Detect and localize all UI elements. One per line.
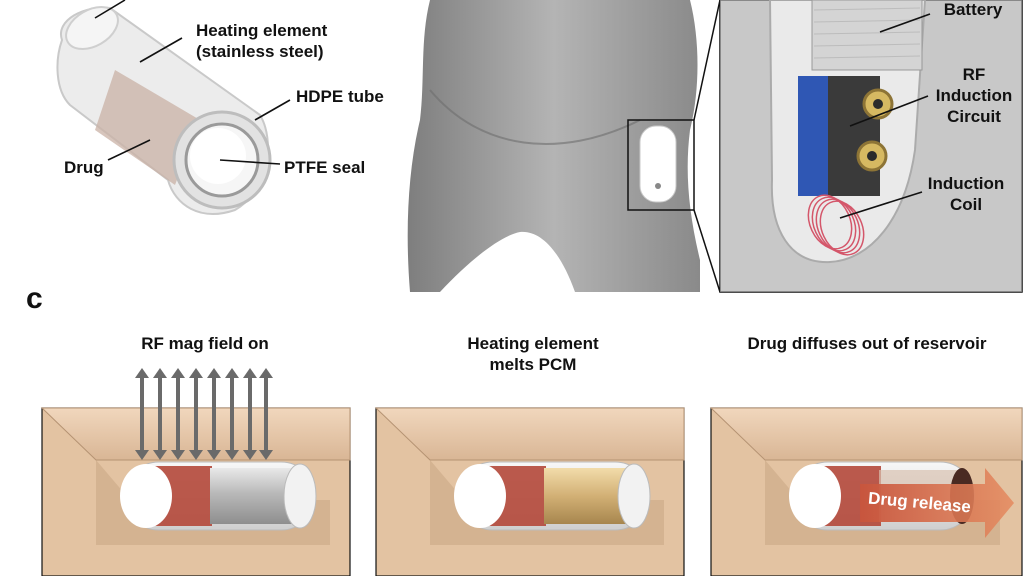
rf-induction-circuit-label: RF Induction Circuit	[926, 64, 1022, 127]
step2-title-line2: melts PCM	[489, 355, 577, 374]
capsule-illustration	[56, 6, 272, 215]
rf-induction-label-line2: Induction	[935, 86, 1013, 105]
heating-element-label-line1: Heating element	[196, 21, 328, 40]
ptfe-seal-label: PTFE seal	[284, 158, 366, 177]
induction-coil-label-line2: Coil	[949, 195, 983, 214]
human-body-figure	[407, 0, 721, 293]
step2-title-line1: Heating element	[467, 334, 599, 353]
device-zoom-panel	[719, 0, 1023, 293]
drug-label: Drug	[64, 158, 104, 177]
induction-coil-label: Induction Coil	[920, 173, 1012, 215]
panel-b-leader-lines	[839, 13, 931, 219]
panel-a-leader-lines	[94, 0, 291, 165]
heating-element-label-line2: (stainless steel)	[196, 42, 324, 61]
hdpe-tube-label: HDPE tube	[296, 87, 384, 106]
rf-field-arrows	[135, 368, 273, 460]
rf-induction-label-line3: Circuit	[947, 107, 1001, 126]
rf-induction-label-line1: RF	[962, 65, 986, 84]
panel-c-letter: c	[26, 282, 43, 315]
step1-title: RF mag field on	[141, 334, 269, 353]
heating-element-label: Heating element (stainless steel)	[196, 20, 327, 62]
panel-c-block-3	[709, 407, 1023, 576]
induction-coil-label-line1: Induction	[927, 174, 1005, 193]
battery-label: Battery	[943, 0, 1003, 19]
step2-title: Heating element melts PCM	[408, 333, 658, 375]
step3-title: Drug diffuses out of reservoir	[747, 334, 987, 353]
panel-c-block-1	[40, 407, 351, 576]
drug-release-arrow	[860, 468, 1014, 538]
panel-c-block-2	[374, 407, 685, 576]
